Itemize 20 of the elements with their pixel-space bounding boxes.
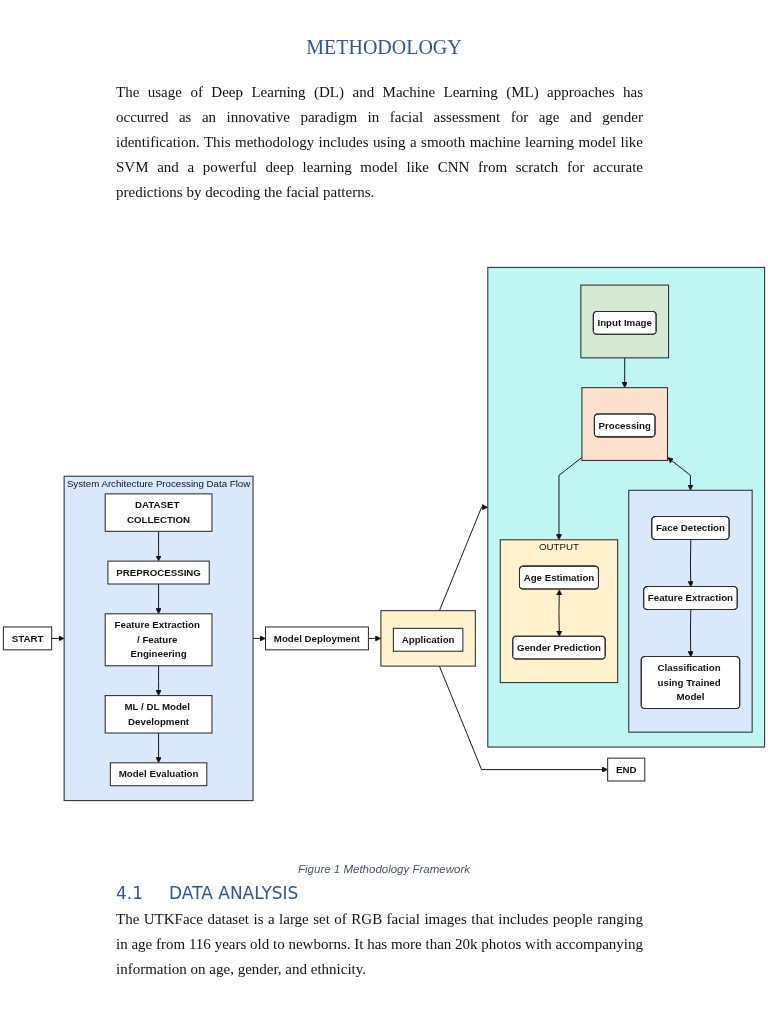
page-title: METHODOLOGY: [306, 35, 462, 60]
node-box: END: [607, 757, 646, 782]
section-number: 4.1: [116, 883, 144, 903]
node-box: DATASET COLLECTION: [104, 493, 213, 532]
cluster: [580, 284, 670, 359]
cluster: [581, 387, 669, 461]
node-box: START: [2, 626, 53, 651]
node-box: Application: [392, 627, 464, 652]
cluster: [487, 266, 766, 748]
node-box: Feature Extraction / Feature Engineering: [104, 613, 213, 667]
body-paragraph: The UTKFace dataset is a large set of RGB facial images that includes people ranging in age from 116 years old to newborns. It has more than 20k photos with accompanying information on age, gender, and ethnicity.: [116, 910, 643, 979]
cluster: [628, 489, 753, 733]
node-box: PREPROCESSING: [107, 560, 210, 585]
node-box: Model Evaluation: [109, 762, 208, 787]
cluster: [380, 610, 476, 667]
node-box: ML / DL Model Development: [104, 695, 213, 734]
body-paragraph: The usage of Deep Learning (DL) and Machine Learning (ML) approaches has occurred as an innovative paradigm in facial assessment for age and gender identification. This methodology includes using a smooth machine learning model like SVM and a powerful deep learning model like CNN from scratch for accurate predictions by decoding the facial patterns.: [116, 83, 643, 202]
figure-caption: Figure 1 Methodology Framework: [298, 863, 470, 875]
node-box: Model Deployment: [265, 626, 369, 651]
section-heading: DATA ANALYSIS: [169, 883, 299, 903]
